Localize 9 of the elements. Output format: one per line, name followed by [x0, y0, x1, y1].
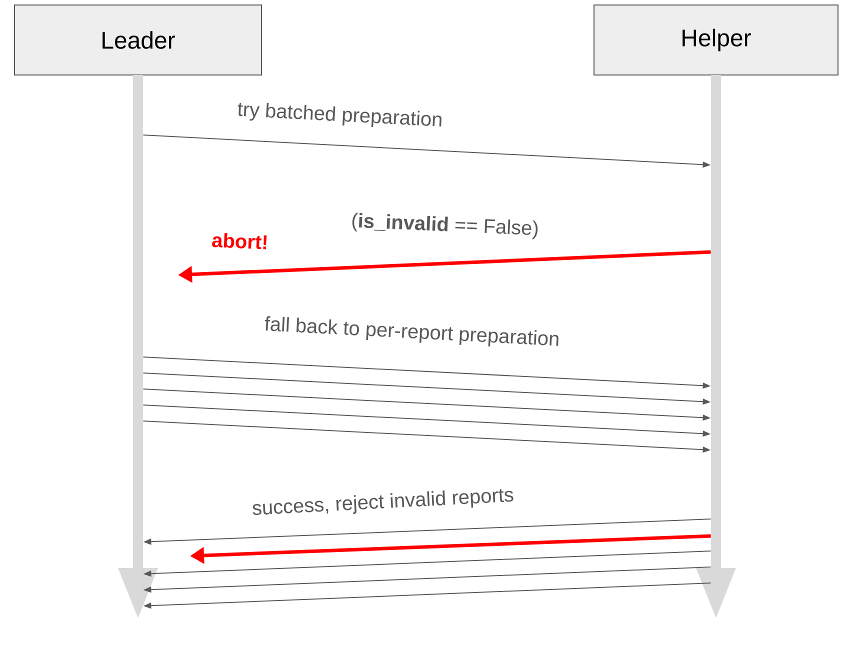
edge-label: fall back to per-report preparation	[262, 314, 562, 352]
alert-label: abort!	[210, 231, 270, 251]
edge-label: success, reject invalid reports	[250, 486, 516, 520]
lifeline-arrow	[696, 75, 736, 618]
edge-label: (is_invalid == False)	[350, 212, 540, 240]
participant-box: Helper	[594, 4, 838, 76]
participant-box: Leader	[14, 4, 262, 76]
lifeline-arrow	[118, 75, 158, 618]
edge-label: try batched preparation	[236, 100, 444, 132]
